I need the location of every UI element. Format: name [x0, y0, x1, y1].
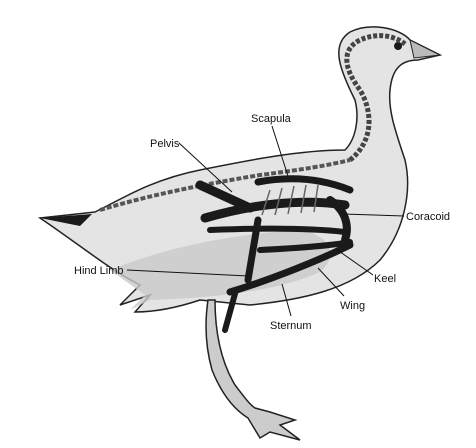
beak [410, 40, 440, 58]
label-coracoid: Coracoid [406, 211, 450, 223]
label-wing: Wing [340, 300, 365, 312]
eye [394, 42, 402, 50]
label-scapula: Scapula [251, 113, 292, 125]
forearm-bone [210, 229, 345, 232]
leg [206, 290, 300, 440]
label-sternum: Sternum [270, 320, 312, 332]
label-pelvis: Pelvis [150, 138, 180, 150]
label-keel: Keel [374, 273, 396, 285]
label-hind-limb: Hind Limb [74, 265, 124, 277]
